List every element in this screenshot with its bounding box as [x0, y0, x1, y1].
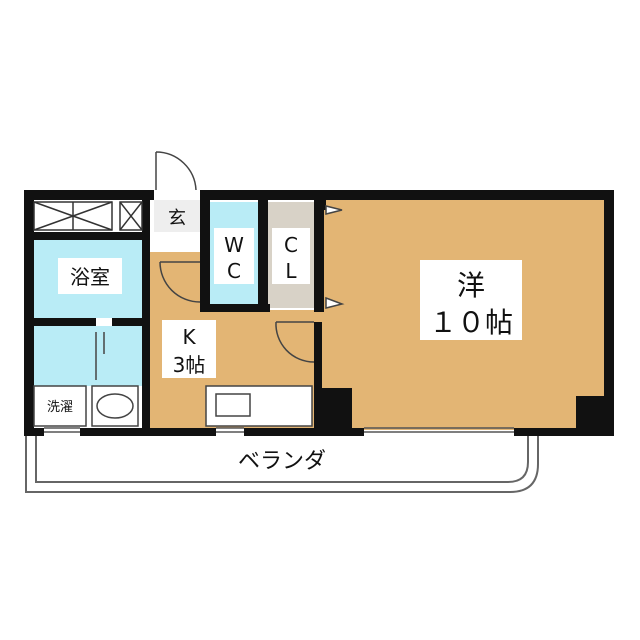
toilet-line1: W: [224, 233, 244, 257]
western-room-name: 洋: [457, 269, 485, 302]
western-room-label: 洋 １０帖: [420, 260, 522, 340]
bath-name: 浴室: [70, 265, 110, 289]
washroom-fixtures: [33, 332, 139, 427]
closet-label: C L: [272, 228, 310, 284]
toilet-door: [159, 261, 201, 303]
entrance-door: [155, 151, 197, 191]
laundry-label: 洗濯: [47, 400, 73, 415]
kitchen-name: K: [182, 325, 196, 349]
kitchen-size: 3帖: [173, 353, 206, 377]
entrance-name: 玄: [168, 208, 186, 229]
kitchen-counter: [205, 385, 313, 427]
toilet-label: W C: [214, 228, 254, 284]
bath-label: 浴室: [58, 258, 122, 294]
room-door: [275, 321, 315, 363]
kitchen-label: K 3帖: [162, 320, 216, 378]
closet-line1: C: [284, 233, 298, 257]
veranda: ベランダ: [25, 432, 539, 493]
kitchen-floor: [150, 252, 322, 428]
western-room-size: １０帖: [429, 306, 513, 339]
closet-doors: [325, 205, 345, 309]
entrance-label: 玄: [168, 208, 186, 229]
storage-strip: [33, 201, 143, 231]
walls: [24, 190, 614, 436]
windows: [44, 427, 514, 433]
toilet-line2: C: [227, 259, 241, 283]
veranda-label: ベランダ: [238, 449, 326, 474]
washroom-area: [34, 326, 142, 386]
laundry-name: 洗濯: [47, 400, 73, 415]
closet-line2: L: [285, 259, 297, 283]
entrance-area: [154, 200, 200, 232]
